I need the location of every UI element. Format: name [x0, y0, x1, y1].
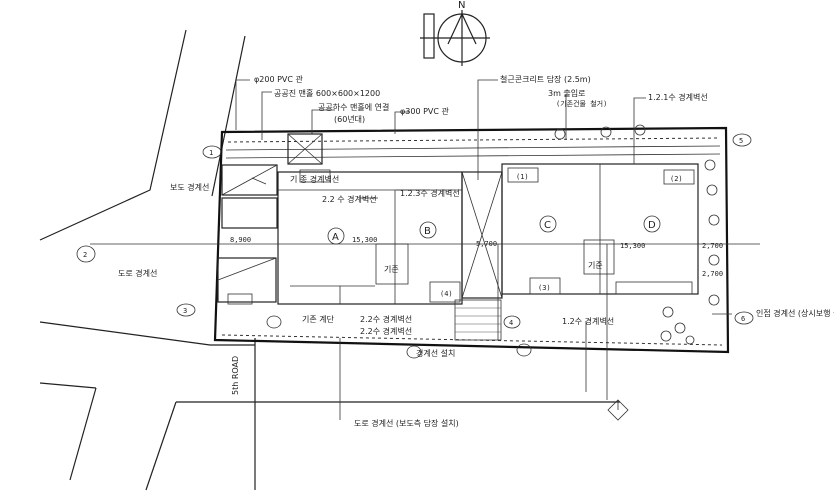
- label-pvc-top: φ200 PVC 관: [254, 74, 304, 84]
- zone-a: A: [332, 232, 339, 243]
- label-wall-22: 2.2 수 경계벽선: [322, 194, 377, 204]
- label-meter: 공공하수 맨홀에 연결: [318, 102, 389, 112]
- north-arrow-icon: [420, 10, 490, 66]
- room-tag-3: (3): [538, 284, 551, 292]
- dim-w1: 15,300: [352, 236, 377, 244]
- dim-d1: 8,900: [230, 236, 251, 244]
- building-right: [501, 163, 699, 295]
- reference-markers: [76, 133, 754, 421]
- room-tag-2: (2): [670, 175, 683, 183]
- label-side-road: 5th ROAD: [231, 356, 240, 395]
- dim-w2: 15,300: [620, 242, 645, 250]
- catch-basin: [287, 133, 323, 165]
- grid-lines: [90, 243, 760, 410]
- zone-d: D: [648, 220, 656, 231]
- label-fence-top: 철근콘크리트 담장 (2.5m): [500, 74, 591, 84]
- label-bottom-wall2: 2.2수 경계벽선: [360, 314, 412, 324]
- dim-d3: 2,700: [702, 270, 723, 278]
- label-road-left: 도로 경계선: [118, 268, 157, 278]
- marker-4: 4: [509, 319, 513, 327]
- room-tag-4: (4): [440, 290, 453, 298]
- marker-3: 3: [183, 307, 187, 315]
- label-gate-sub: (기존건물 철거): [556, 99, 607, 108]
- zone-c: C: [544, 220, 551, 231]
- label-right-boundary: 인접 경계선 (상시보행 불가): [756, 308, 834, 318]
- parking-area: [217, 164, 278, 305]
- dim-d4: 5,700: [476, 240, 497, 248]
- label-meter-sub: (60년대): [334, 114, 365, 124]
- landscape-shrubs: [554, 124, 720, 345]
- elev-tag-1: 기준: [384, 265, 399, 274]
- label-bottom-wall3: 2.2수 경계벽선: [360, 326, 412, 336]
- fence-inner-line: [227, 137, 721, 143]
- label-pvc-right: φ300 PVC 관: [400, 106, 450, 116]
- site-boundary: [213, 126, 730, 354]
- label-catch-basin: 공공진 맨홀 600×600×1200: [274, 88, 380, 98]
- label-wall-123: 1.2.3수 경계벽선: [400, 188, 460, 198]
- label-bottom-wall1: 기존 계단: [302, 314, 335, 324]
- elev-tag-2: 기준: [588, 261, 603, 270]
- marker-1: 1: [209, 149, 213, 157]
- stair-core: [454, 171, 503, 341]
- zone-b: B: [424, 226, 431, 237]
- dim-d2: 2,700: [702, 242, 723, 250]
- leader-lines: [235, 79, 732, 420]
- label-left-sidewalk: 보도 경계선: [170, 182, 209, 192]
- label-bottom-center: 경계선 설치: [416, 348, 455, 358]
- north-label: N: [458, 0, 465, 11]
- room-tag-1: (1): [516, 173, 529, 181]
- marker-2: 2: [83, 251, 87, 259]
- label-gate-top: 3m 출입로: [548, 88, 586, 98]
- marker-5: 5: [739, 137, 743, 145]
- label-road-bottom: 도로 경계선 (보도측 담장 설치): [354, 418, 459, 428]
- label-wall-121: 1.2.1수 경계벽선: [648, 92, 708, 102]
- marker-6: 6: [741, 315, 745, 323]
- label-wall-upper-left: 기 종 경계벽선: [290, 174, 339, 184]
- label-bottom-right: 1.2수 경계벽선: [562, 316, 614, 326]
- road-lines: [39, 29, 620, 491]
